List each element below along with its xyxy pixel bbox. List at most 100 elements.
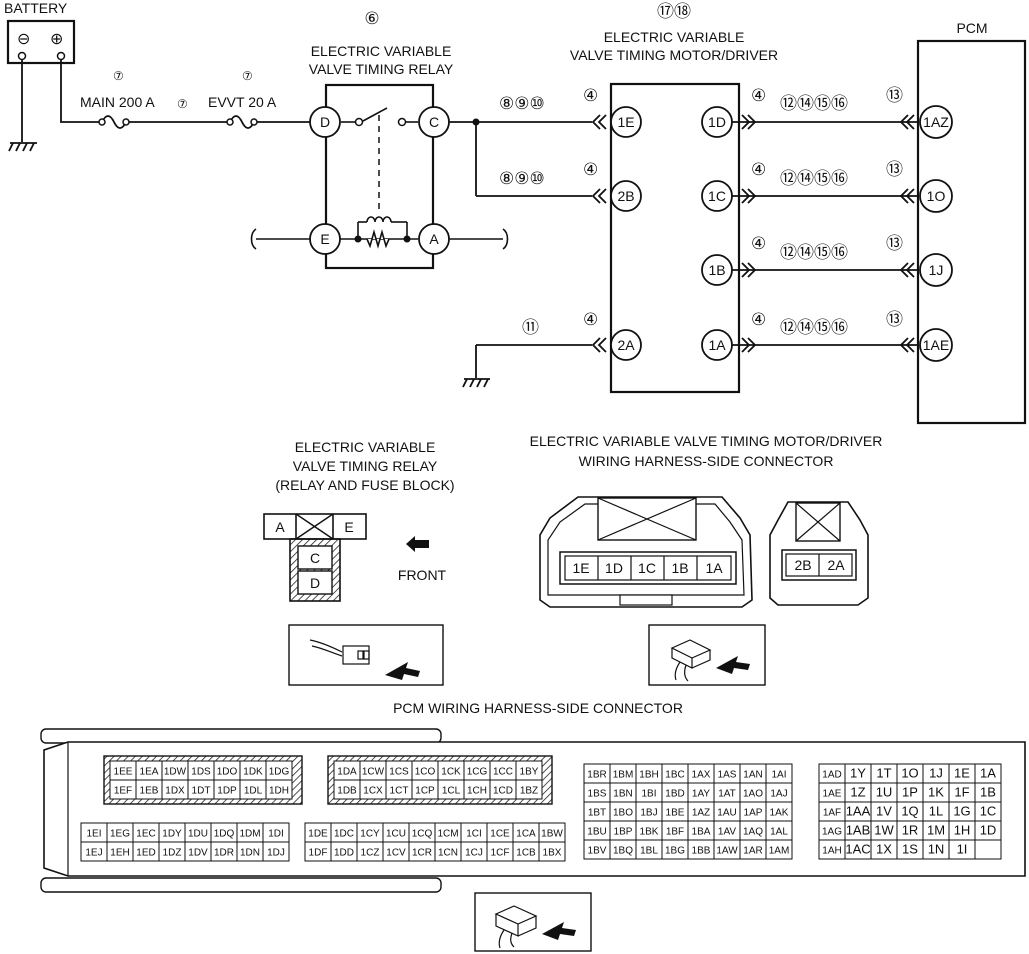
pcm-pin-label: 1BS xyxy=(588,789,607,800)
pcm-pin-label: 1Z xyxy=(850,785,865,800)
motor-pin-2a: 2A xyxy=(610,329,642,361)
motor-pin-1c: 1C xyxy=(701,180,733,212)
pcm-pin-label: 1AV xyxy=(718,827,736,838)
pcm-pin-label: 1X xyxy=(876,842,892,857)
pcm-pin-label: 1AY xyxy=(692,789,710,800)
pcm-pin-label: 1CZ xyxy=(361,848,380,859)
svg-text:1E: 1E xyxy=(617,114,634,130)
pcm-pin-label: 1BF xyxy=(666,827,684,838)
pcm-pin-label: 1T xyxy=(876,766,891,781)
pcm-pin-label: 1CJ xyxy=(465,848,483,859)
fuse-evvt-label: EVVT 20 A xyxy=(208,94,277,110)
pcm-pin-label: 1DK xyxy=(243,767,263,778)
relay-to-motor-wires xyxy=(449,114,607,378)
pcm-num-1ae: ⑬ xyxy=(886,310,903,329)
svg-text:D: D xyxy=(320,114,330,130)
pcm-pin-label: 1DO xyxy=(217,767,238,778)
pcm-pin-label: 1BO xyxy=(613,808,633,819)
pcm-pin-label: 1CC xyxy=(493,767,513,778)
motor-pin-1b: 1B xyxy=(701,254,733,286)
battery-minus-icon: ⊖ xyxy=(17,31,30,48)
pcm-pin-label: 1BI xyxy=(641,789,656,800)
pcm-num-1az: ⑬ xyxy=(886,86,903,105)
pcm-pin-label: 1O xyxy=(901,766,918,781)
pcm-pin-label: 1AN xyxy=(743,770,762,781)
pcm-pin-label: 1AL xyxy=(770,827,788,838)
fuse-evvt-icon xyxy=(229,115,255,129)
wire-num-1c: ⑫⑭⑮⑯ xyxy=(780,169,848,188)
connector-plug-icon xyxy=(494,905,538,949)
svg-text:E: E xyxy=(320,231,329,247)
pcm-pin-label: 1CP xyxy=(415,786,435,797)
fuse-main-number: ⑦ xyxy=(113,69,124,83)
pcm-pin-label: 1AK xyxy=(770,808,789,819)
motor-title-1: ELECTRIC VARIABLE xyxy=(604,29,745,45)
pcm-pin-label: 1DA xyxy=(337,767,357,778)
motor-pin-1d: 1D xyxy=(701,106,733,138)
pcm-pin-label: 1DV xyxy=(188,848,208,859)
pcm-num-1j: ⑬ xyxy=(886,234,903,253)
pcm-pin-label: 1BE xyxy=(666,808,685,819)
svg-text:1A: 1A xyxy=(708,337,726,353)
pcm-pin-label: 1AU xyxy=(717,808,736,819)
fuse-link-number: ⑦ xyxy=(177,97,188,111)
motor-conn-pin-2a: 2A xyxy=(827,557,845,573)
relay-title-2: VALVE TIMING RELAY xyxy=(309,61,454,77)
pcm-pin-label: 1DE xyxy=(308,829,328,840)
pcm-pin-label: 1DQ xyxy=(214,829,235,840)
svg-text:2B: 2B xyxy=(617,188,634,204)
pcm-pin-label: 1AD xyxy=(822,770,841,781)
pcm-pin-label: 1CA xyxy=(516,829,536,840)
pcm-pin-label: 1DP xyxy=(217,786,237,797)
pcm-pin-label: 1AT xyxy=(718,789,736,800)
pcm-pin-label: 1BZ xyxy=(520,786,538,797)
motor-conn-pin-1a: 1A xyxy=(705,560,723,576)
motor-title-2: VALVE TIMING MOTOR/DRIVER xyxy=(570,47,778,63)
pcm-pin-label: 1AA xyxy=(846,804,871,819)
pcm-pin-label: 1BW xyxy=(541,829,563,840)
pcm-pin-label: 1BT xyxy=(588,808,606,819)
pcm-pin-label: 1CL xyxy=(442,786,461,797)
pcm-pin-label: 1CK xyxy=(441,767,461,778)
pcm-pin-label: 1CH xyxy=(467,786,487,797)
pcm-pin-label: 1DR xyxy=(214,848,234,859)
pcm-pin-label: 1N xyxy=(928,842,945,857)
insert-arrow-icon xyxy=(542,922,576,940)
pcm-pin-label: 1DT xyxy=(192,786,211,797)
battery: BATTERY ⊖ ⊕ xyxy=(4,0,76,65)
pcm-pin-label: 1CX xyxy=(363,786,383,797)
pcm-pin-cell xyxy=(538,841,566,862)
motor-conn-pin-1e: 1E xyxy=(572,560,589,576)
pcm-pin-label: 1BN xyxy=(613,789,632,800)
pcm-pin-label: 1CY xyxy=(360,829,380,840)
front-label: FRONT xyxy=(398,567,447,583)
wire-num-1e: ⑧⑨⑩ xyxy=(499,94,545,113)
pcm-pin-label: 1DJ xyxy=(267,848,285,859)
pcm-pin-label: 1EF xyxy=(114,786,132,797)
ground-icon xyxy=(462,378,490,388)
pcm-pin-label: 1DB xyxy=(337,786,357,797)
pcm-pin-label: 1BK xyxy=(640,827,659,838)
pcm-pin-label: 1DM xyxy=(239,829,260,840)
pcm-pin-label: 1BG xyxy=(665,846,685,857)
motor-number: ⑰⑱ xyxy=(657,2,691,21)
relay-pin-c: C xyxy=(418,106,450,138)
pcm-pin-cell xyxy=(515,779,543,800)
motor-connector-thumbnail xyxy=(648,624,766,686)
relay-conn-pin-e: E xyxy=(344,519,353,535)
pcm-pin-1az: 1AZ xyxy=(919,105,953,139)
evvt-relay: ⑥ ELECTRIC VARIABLE VALVE TIMING RELAY xyxy=(309,9,454,270)
pcm-pin-label: 1BJ xyxy=(640,808,657,819)
pcm-pin-label: 1DN xyxy=(240,848,260,859)
pcm-pin-label: 1J xyxy=(929,766,943,781)
svg-text:1D: 1D xyxy=(708,114,726,130)
conn-num-1e: ④ xyxy=(583,86,598,105)
pcm-pin-label: 1C xyxy=(980,804,997,819)
battery-plus-icon: ⊕ xyxy=(50,31,63,48)
pcm-pin-label: 1CT xyxy=(390,786,409,797)
pcm-pin-label: 1DF xyxy=(309,848,328,859)
pcm-pin-label: 1BH xyxy=(639,770,658,781)
pcm-pin-label: 1I xyxy=(957,842,968,857)
pcm-pin-label: 1DZ xyxy=(163,848,182,859)
pcm-pin-label: 1AG xyxy=(822,827,842,838)
